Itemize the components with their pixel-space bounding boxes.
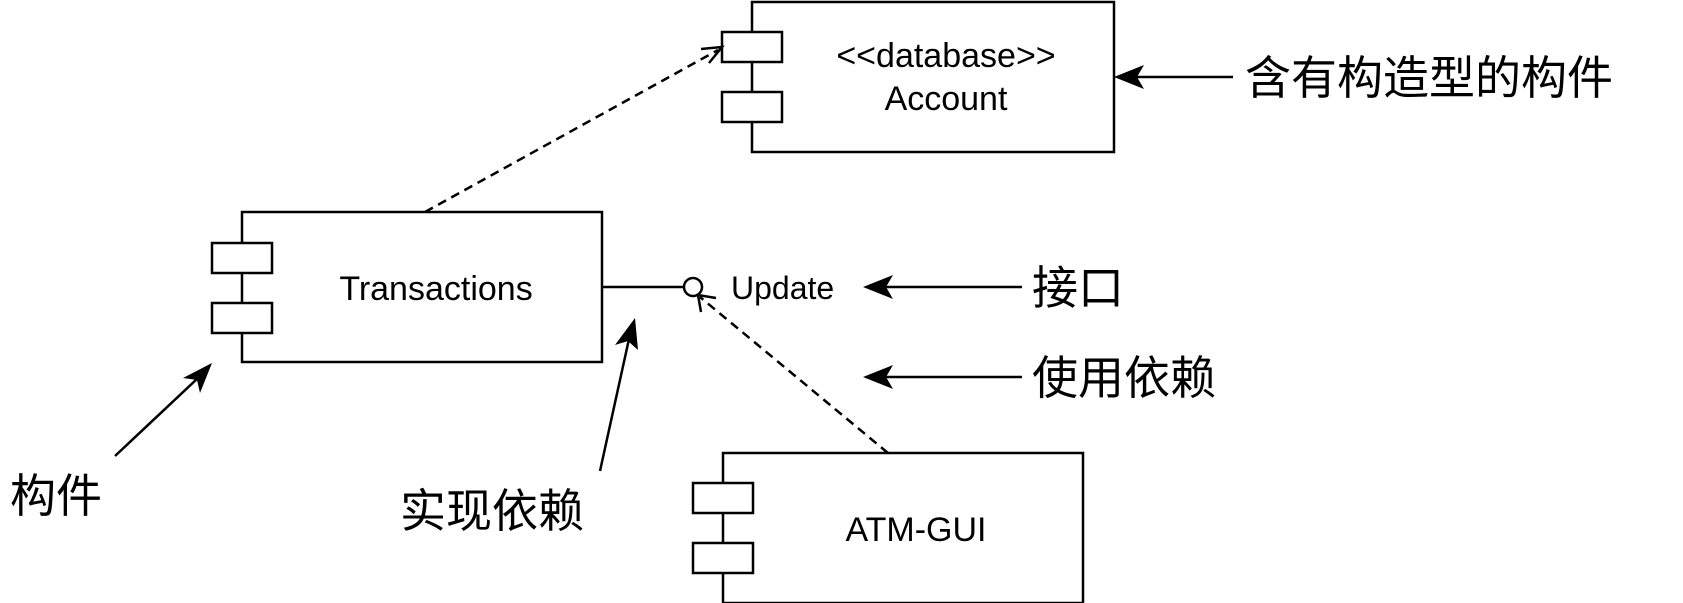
- annotation-realization-dependency: 实现依赖: [400, 318, 638, 538]
- component-atm-gui-tab-top: [691, 481, 755, 515]
- annotation-arrowhead: [615, 318, 638, 350]
- component-atm-gui-tab-bottom: [691, 541, 755, 575]
- open-arrowhead: [700, 45, 725, 64]
- annotation-arrowhead: [1114, 65, 1144, 89]
- annotation-usage-dependency: 使用依赖: [863, 351, 1216, 405]
- annotation-interface: 接口: [863, 261, 1124, 315]
- component-account[interactable]: <<database>> Account: [720, 0, 1116, 154]
- annotation-stereotyped-component-text: 含有构造型的构件: [1245, 51, 1613, 105]
- component-account-tab-top: [720, 30, 784, 64]
- component-transactions-tab-top: [210, 241, 274, 275]
- annotation-interface-text: 接口: [1032, 261, 1124, 315]
- annotation-usage-dependency-text: 使用依赖: [1032, 351, 1216, 405]
- provided-interface-update[interactable]: Update: [602, 270, 834, 306]
- account-stereotype: <<database>>: [836, 37, 1055, 75]
- component-atm-gui[interactable]: ATM-GUI: [691, 451, 1085, 603]
- transactions-name: Transactions: [339, 270, 532, 308]
- open-arrowhead: [696, 293, 717, 313]
- interface-lollipop: [682, 276, 704, 298]
- usage-dependency-line: [699, 296, 889, 454]
- annotation-arrowhead: [863, 275, 893, 299]
- annotation-arrow-line: [598, 338, 631, 472]
- dependency-line: [424, 48, 719, 214]
- component-transactions-body: [240, 210, 604, 364]
- atm-gui-name: ATM-GUI: [845, 511, 986, 549]
- annotation-component-text: 构件: [10, 469, 102, 523]
- account-name: Account: [885, 80, 1008, 118]
- component-atm-gui-body: [721, 451, 1085, 603]
- dependency-transactions-to-account[interactable]: [424, 45, 725, 214]
- annotation-arrow-line: [114, 377, 199, 457]
- annotation-stereotyped-component: 含有构造型的构件: [1114, 51, 1613, 105]
- component-transactions-tab-bottom: [210, 301, 274, 335]
- annotation-component: 构件: [10, 363, 212, 523]
- component-account-tab-bottom: [720, 90, 784, 124]
- annotation-arrowhead: [863, 365, 893, 389]
- usage-dependency-atm-gui-to-update[interactable]: [696, 293, 889, 454]
- component-transactions[interactable]: Transactions: [210, 210, 604, 364]
- annotation-realization-dependency-text: 实现依赖: [400, 484, 584, 538]
- annotation-arrowhead: [183, 363, 212, 393]
- interface-name: Update: [731, 270, 834, 306]
- component-account-body: [750, 0, 1116, 154]
